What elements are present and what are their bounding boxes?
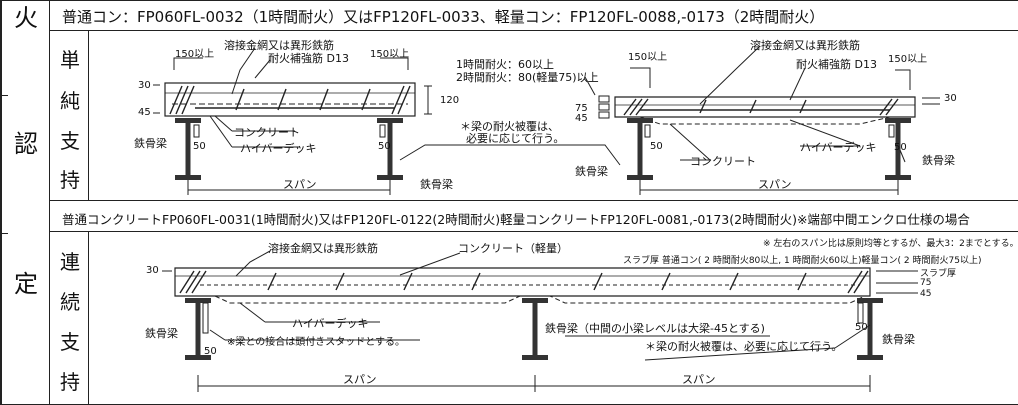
d2-dim50-left: 50 (650, 141, 663, 152)
d2-deck-label: ハイバーデッキ (800, 141, 877, 154)
d1-weld-mesh-label: 溶接金網又は異形鉄筋 (224, 39, 334, 52)
d1-dim50-right: 50 (378, 141, 391, 152)
d3-dim30: 30 (146, 265, 159, 276)
d3-concrete-light-label: コンクリート（軽量） (458, 242, 568, 255)
subcol-divider-2 (88, 231, 89, 405)
d1-steel-beam-label: 鉄骨梁 (134, 137, 167, 150)
section1-side-1: 単 (60, 48, 80, 72)
section1-side-4: 持 (60, 168, 80, 192)
col-divider (49, 0, 50, 405)
subcol-divider (88, 30, 89, 200)
d1-dim50-left: 50 (193, 141, 206, 152)
d2-weld-mesh-label: 溶接金網又は異形鉄筋 (750, 39, 860, 52)
d1-min150-right: 150以上 (370, 49, 410, 60)
d3-span-left: スパン (343, 373, 377, 386)
d3-stud-note: ※梁との接合は頭付きスタッドとする。 (227, 337, 405, 348)
d3-span-right: スパン (682, 373, 716, 386)
d1-dim30: 30 (138, 80, 151, 91)
section1-side-2: 純 (60, 89, 80, 113)
d1-span-label: スパン (283, 178, 317, 191)
d2-min150-left: 150以上 (628, 52, 668, 63)
d3-weld-mesh-label: 溶接金網又は異形鉄筋 (268, 242, 378, 255)
frame-top (0, 0, 1018, 1)
fire-1h-note: 1時間耐火：60以上 (456, 58, 554, 71)
d3-deck-label: ハイバーデッキ (292, 317, 369, 330)
diagram2 (598, 45, 940, 195)
left-tick-2 (0, 233, 8, 234)
d2-dim75: 75 (575, 103, 588, 114)
d2-rebar-label: 耐火補強筋 D13 (796, 58, 877, 71)
left-char-top: 火 (14, 4, 38, 32)
d1-deck-label: ハイバーデッキ (240, 142, 317, 155)
d1-dim45: 45 (138, 107, 151, 118)
d2-dim45: 45 (575, 113, 588, 124)
d2-steel-beam-left: 鉄骨梁 (575, 165, 608, 178)
left-char-mid: 認 (14, 130, 38, 158)
left-char-bottom: 定 (14, 270, 38, 298)
d3-steel-beam-right: 鉄骨梁 (882, 333, 915, 346)
frame-left (0, 0, 2, 405)
section2-side-3: 支 (60, 330, 80, 354)
section2-side-1: 連 (60, 250, 80, 274)
d3-dim45: 45 (920, 289, 932, 299)
section2-side-2: 続 (60, 290, 80, 314)
mid-steel-beam-label: 鉄骨梁 (420, 178, 453, 191)
d2-min150-right: 150以上 (888, 54, 928, 65)
d1-min150-left: 150以上 (175, 49, 215, 60)
d3-dim50-left: 50 (204, 346, 217, 357)
d3-slab-thick: スラブ厚 (920, 269, 957, 279)
d2-dim50-right: 50 (894, 142, 907, 153)
d1-concrete-label: コンクリート (234, 126, 300, 139)
beam-cover-note-2: 必要に応じて行う。 (466, 132, 565, 145)
d3-slab-note: スラブ厚 普通コン( 2 時間耐火80以上, 1 時間耐火60以上)軽量コン( … (623, 256, 982, 266)
left-tick-1 (0, 95, 8, 96)
row-divider-3 (49, 231, 1018, 232)
beam-cover-note-1: ＊梁の耐火被覆は、 (460, 120, 559, 133)
d3-steel-beam-mid: 鉄骨梁（中間の小梁レベルは大梁-45とする) (545, 322, 765, 335)
d1-dim120: 120 (440, 95, 460, 106)
fire-2h-note: 2時間耐火：80(軽量75)以上 (456, 71, 599, 84)
row-divider-2 (49, 200, 1018, 201)
section2-header: 普通コンクリートFP060FL-0031(1時間耐火)又はFP120FL-012… (62, 212, 970, 227)
row-divider-1 (49, 30, 1018, 31)
diagram3 (162, 250, 918, 392)
section1-header: 普通コン：FP060FL-0032（1時間耐火）又はFP120FL-0033、軽… (62, 8, 825, 26)
d2-concrete-label: コンクリート (690, 155, 756, 168)
d3-steel-beam-left: 鉄骨梁 (145, 327, 178, 340)
d2-dim30: 30 (944, 93, 957, 104)
d3-beam-note: ＊梁の耐火被覆は、必要に応じて行う。 (645, 340, 843, 353)
d2-span-label: スパン (758, 178, 792, 191)
section2-side-4: 持 (60, 370, 80, 394)
d1-rebar-label: 耐火補強筋 D13 (268, 52, 349, 65)
diagram1 (153, 47, 432, 195)
d3-ratio-note: ※ 左右のスパン比は原則均等とするが、最大3：2までとする。 (763, 239, 1018, 249)
section1-side-3: 支 (60, 129, 80, 153)
d3-dim50-right: 50 (855, 322, 868, 333)
d2-steel-beam-right: 鉄骨梁 (922, 154, 955, 167)
d3-dim75: 75 (920, 278, 932, 288)
